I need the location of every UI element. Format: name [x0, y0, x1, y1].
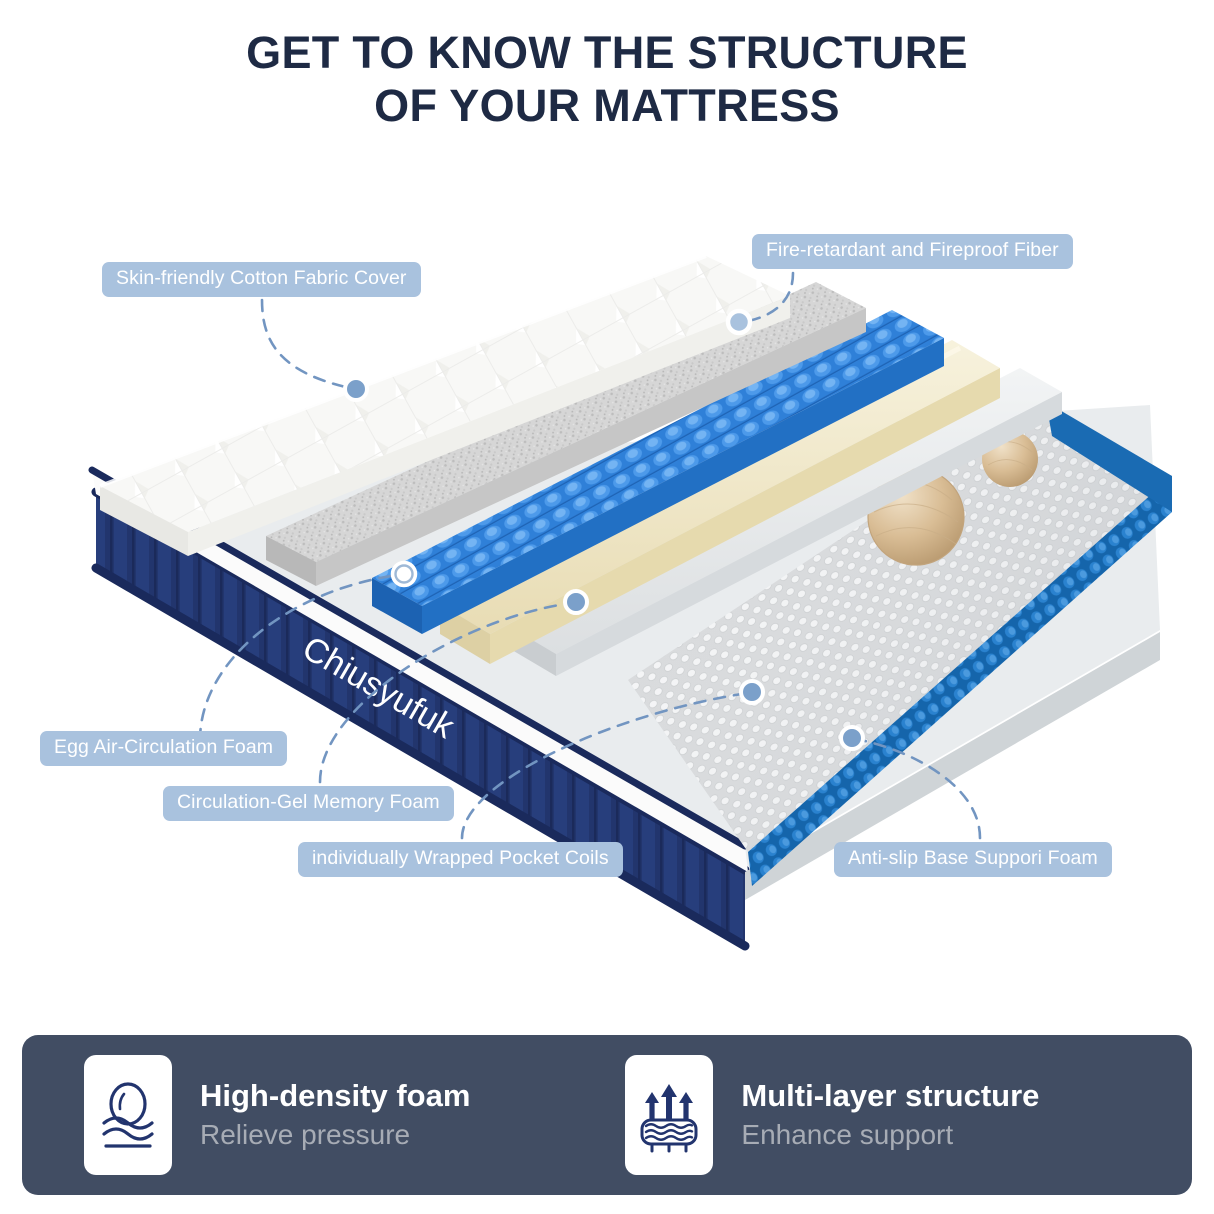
connector-pocket-coils [460, 691, 750, 840]
feature-multi-layer-structure: Multi-layer structure Enhance support [625, 1035, 1039, 1195]
dot-base-foam [839, 725, 865, 751]
dot-fireproof-fiber [725, 308, 753, 336]
layer-cotton-fabric-cover [99, 254, 790, 556]
feature-title: Multi-layer structure [741, 1077, 1040, 1113]
tape-edge-band [92, 470, 748, 872]
callout-fire-retardant-and-fireproof-fiber[interactable]: Fire-retardant and Fireproof Fiber [752, 234, 1073, 269]
connector-dots [343, 308, 865, 751]
side-panel-left [96, 492, 745, 946]
feature-text-block: High-density foam Relieve pressure [200, 1078, 470, 1153]
feature-subtitle: Relieve pressure [200, 1119, 411, 1151]
feature-text-block: Multi-layer structure Enhance support [741, 1078, 1039, 1153]
side-panel-left-shade [96, 492, 745, 946]
ball-on-waves-icon [84, 1055, 172, 1175]
layer-egg-air-circulation-foam [372, 310, 944, 634]
connector-gel-memory-foam [318, 601, 574, 784]
side-panel-bottom-piping [91, 563, 750, 951]
dot-gel-memory-foam [563, 589, 589, 615]
dot-pocket-coils [739, 679, 765, 705]
layer-anti-slip-base-foam [745, 632, 1160, 900]
connector-egg-foam [198, 573, 400, 742]
feature-bar: High-density foam Relieve pressure [22, 1035, 1192, 1195]
edge-support-coils-front [748, 476, 1172, 886]
feature-high-density-foam: High-density foam Relieve pressure [84, 1035, 470, 1195]
callout-anti-slip-base-suppori-foam[interactable]: Anti-slip Base Suppori Foam [834, 842, 1112, 877]
page-title: GET TO KNOW THE STRUCTURE OF YOUR MATTRE… [0, 26, 1214, 132]
callout-circulation-gel-memory-foam[interactable]: Circulation-Gel Memory Foam [163, 786, 454, 821]
callout-egg-air-circulation-foam[interactable]: Egg Air-Circulation Foam [40, 731, 288, 766]
feature-subtitle: Enhance support [741, 1119, 954, 1151]
connector-base-foam [854, 737, 982, 840]
layer-fire-retardant-fiber [266, 282, 866, 586]
connector-cotton-cover [260, 298, 352, 390]
page-title-line-1: GET TO KNOW THE STRUCTURE [246, 27, 968, 78]
callout-skin-friendly-cotton-fabric-cover[interactable]: Skin-friendly Cotton Fabric Cover [102, 262, 421, 297]
connector-lines [198, 271, 982, 840]
callout-individually-wrapped-pocket-coils[interactable]: individually Wrapped Pocket Coils [298, 842, 623, 877]
edge-support-coils-right [1046, 402, 1172, 512]
page-title-line-2: OF YOUR MATTRESS [374, 80, 840, 132]
connector-fireproof-fiber [742, 271, 795, 324]
dot-cotton-cover [343, 376, 369, 402]
feature-title: High-density foam [200, 1077, 471, 1113]
upward-arrows-layers-icon [625, 1055, 714, 1175]
